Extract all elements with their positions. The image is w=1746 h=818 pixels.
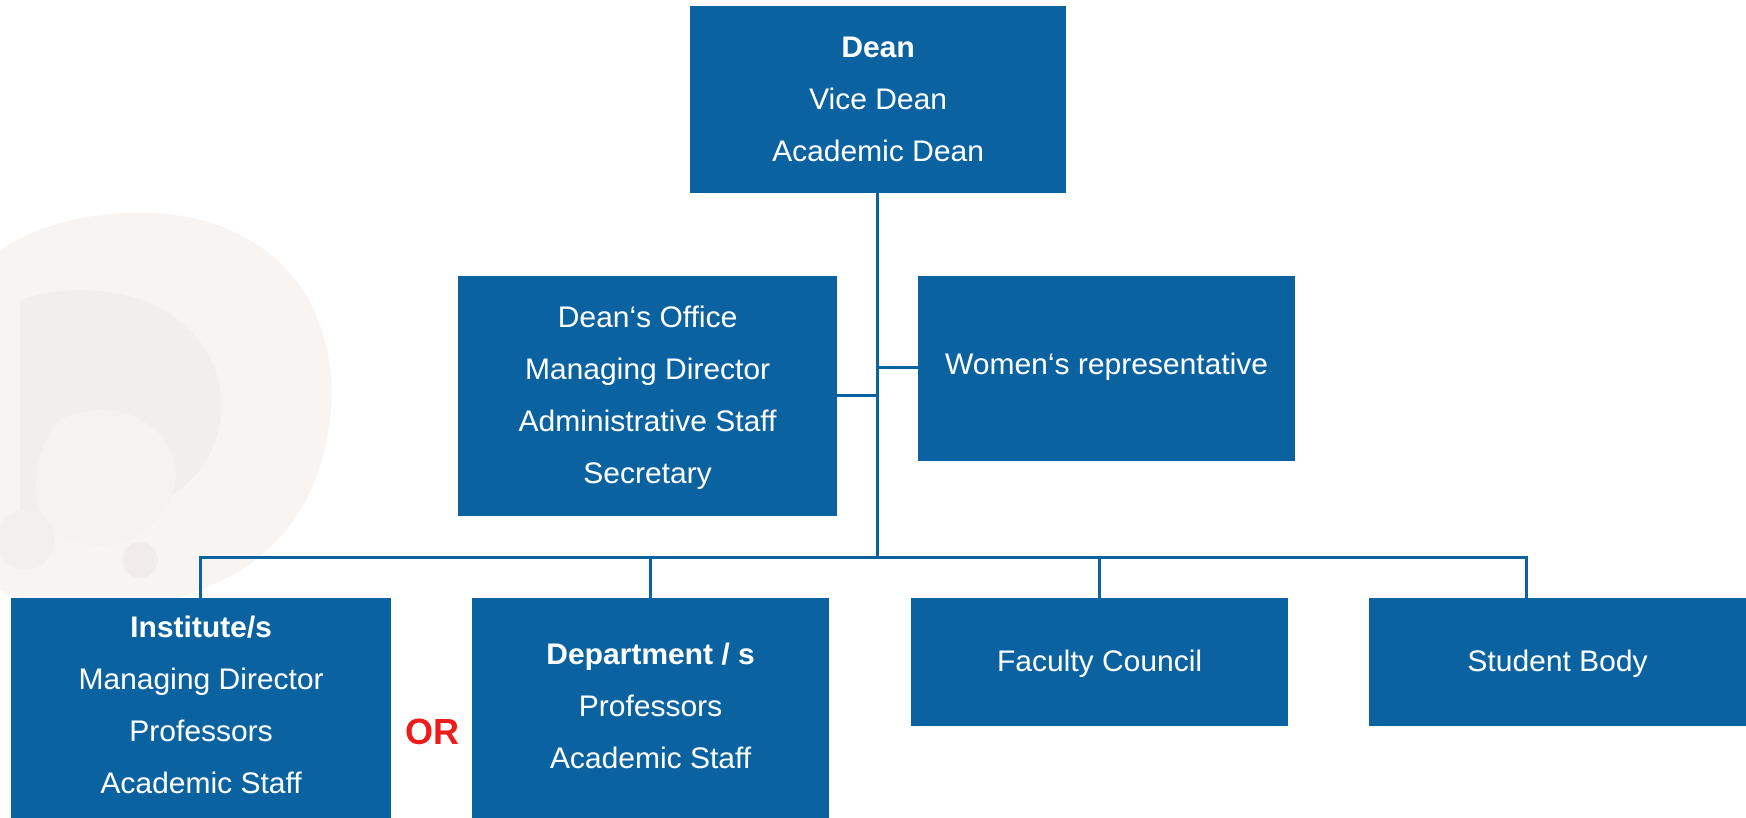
academic-dean-line: Academic Dean xyxy=(772,134,984,168)
connector-to-departments xyxy=(649,556,652,598)
connector-to-institutes xyxy=(199,556,202,598)
or-label: OR xyxy=(405,711,459,752)
departments-box: Department / s Professors Academic Staff xyxy=(472,598,829,818)
institutes-professors-line: Professors xyxy=(129,715,273,748)
seal-watermark xyxy=(0,212,332,609)
institutes-box: Institute/s Managing Director Professors… xyxy=(11,598,391,818)
womens-representative-line: Women‘s representative xyxy=(945,348,1268,381)
womens-representative-box: Women‘s representative xyxy=(918,276,1295,461)
institutes-academic-staff-line: Academic Staff xyxy=(100,767,302,800)
dean-title: Dean xyxy=(841,30,915,64)
deans-office-line: Dean‘s Office xyxy=(557,301,738,334)
student-body-line: Student Body xyxy=(1467,645,1648,678)
departments-academic-staff-line: Academic Staff xyxy=(549,742,752,775)
managing-director-line: Managing Director xyxy=(524,353,771,386)
connector-to-deans-office xyxy=(837,394,879,397)
institutes-title: Institute/s xyxy=(130,611,272,644)
connector-to-faculty-council xyxy=(1098,556,1101,598)
departments-professors-line: Professors xyxy=(578,690,723,723)
administrative-staff-line: Administrative Staff xyxy=(518,405,777,438)
deans-office-box: Dean‘s Office Managing Director Administ… xyxy=(458,276,837,516)
dean-box: Dean Vice Dean Academic Dean xyxy=(690,6,1066,193)
faculty-council-box: Faculty Council xyxy=(911,598,1288,726)
student-body-box: Student Body xyxy=(1369,598,1746,726)
connector-to-student-body xyxy=(1525,556,1528,598)
secretary-line: Secretary xyxy=(583,457,712,490)
departments-title: Department / s xyxy=(546,638,755,671)
institutes-managing-director-line: Managing Director xyxy=(78,663,324,696)
connector-dean-trunk xyxy=(876,192,879,559)
vice-dean-line: Vice Dean xyxy=(809,82,947,116)
connector-horizontal-bus xyxy=(199,556,1528,559)
connector-to-womens-rep xyxy=(876,366,918,369)
faculty-council-line: Faculty Council xyxy=(996,645,1203,678)
